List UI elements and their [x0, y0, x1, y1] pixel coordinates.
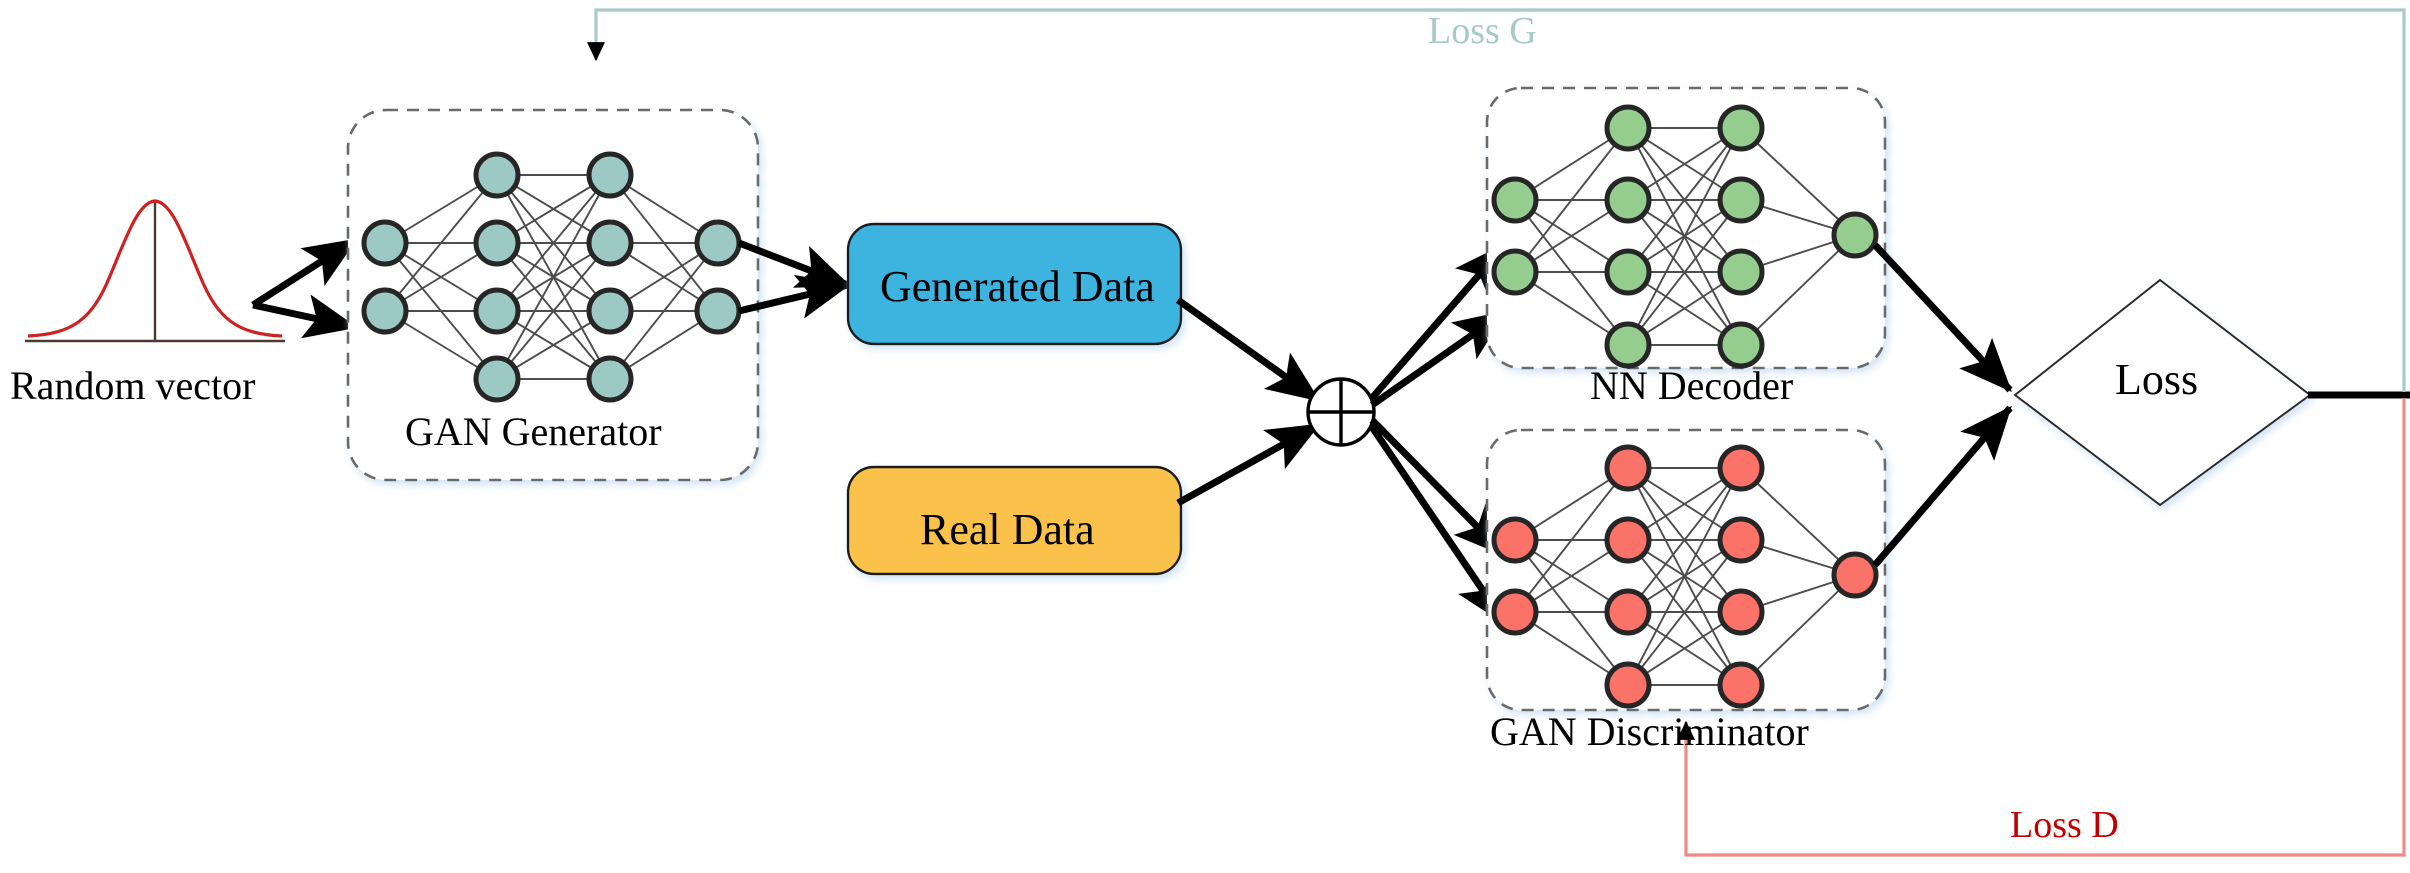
real-data-box[interactable] — [846, 465, 1183, 576]
nn-decoder-box[interactable] — [1485, 86, 1887, 370]
loss-g-feedback-path — [587, 8, 2406, 392]
loss-d-label: Loss D — [2010, 804, 2119, 846]
decoder-nodes — [1491, 104, 1879, 369]
generated-data-box[interactable] — [846, 222, 1183, 346]
gan-discriminator-label: GAN Discriminator — [1490, 709, 1809, 754]
generator-nodes — [361, 151, 742, 403]
random-vector-label: Random vector — [10, 363, 256, 408]
edge-networks-to-loss — [1872, 242, 2013, 568]
loss-g-label: Loss G — [1428, 10, 1537, 52]
edge-sum-to-discriminator — [1369, 417, 1508, 626]
loss-label: Loss — [2115, 355, 2199, 404]
loss-d-feedback-path — [1677, 398, 2406, 857]
generated-data-label: Generated Data — [880, 262, 1155, 311]
sum-junction-node — [1306, 377, 1376, 447]
random-vector-gaussian — [25, 199, 285, 343]
edge-data-to-sum — [1175, 297, 1321, 507]
edge-random-to-generator — [251, 237, 358, 339]
edge-generator-to-generated-data — [737, 239, 851, 319]
gan-discriminator-box[interactable] — [1485, 428, 1887, 712]
gan-generator-label: GAN Generator — [405, 409, 662, 454]
nn-decoder-label: NN Decoder — [1590, 363, 1794, 408]
edge-sum-to-decoder — [1369, 242, 1508, 408]
real-data-label: Real Data — [920, 505, 1095, 554]
discriminator-nodes — [1491, 444, 1879, 709]
